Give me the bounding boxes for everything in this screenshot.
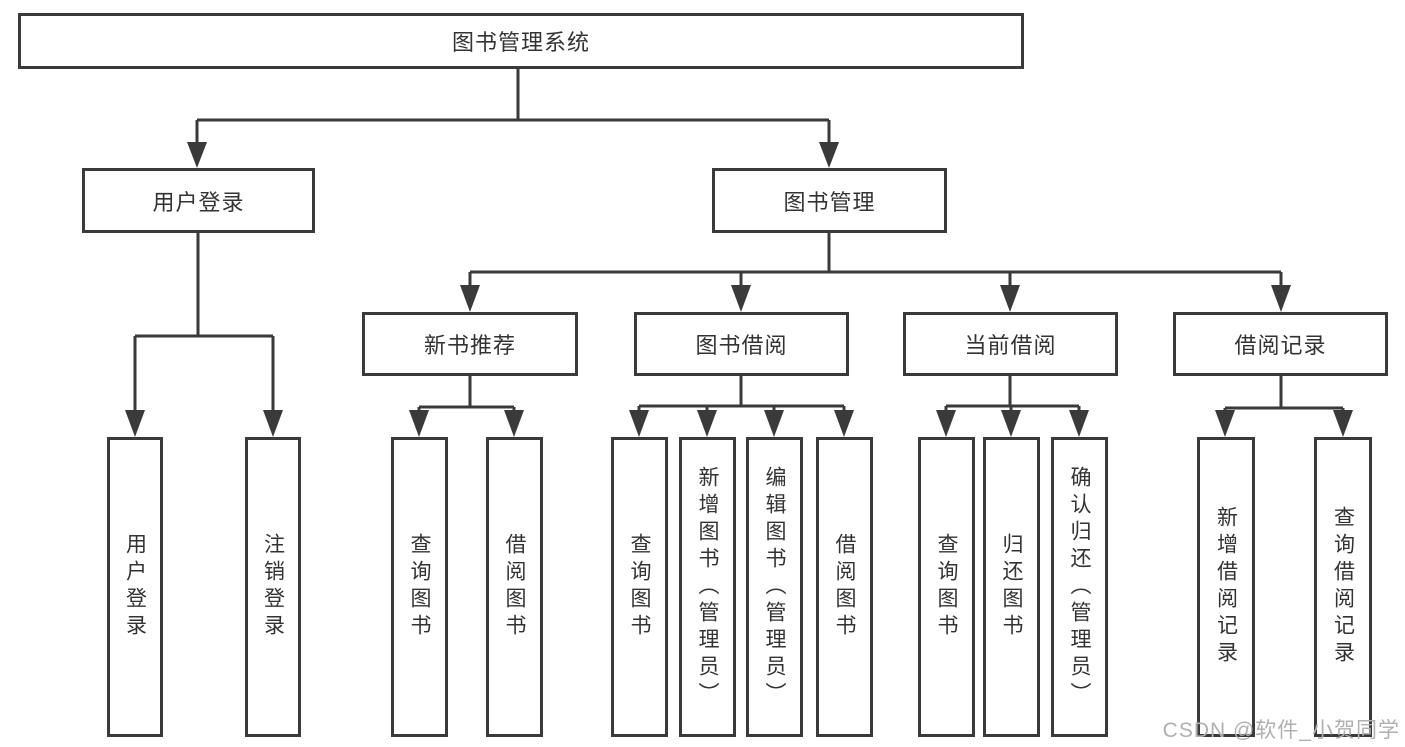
connector-book-management-to-level3 [460,232,1291,312]
leaf-add-book-admin: 新增图书（管理员） [679,437,736,737]
node-book-borrow: 图书借阅 [634,312,849,376]
node-current-borrow-label: 当前借阅 [964,333,1057,358]
leaf-query-book-recommend: 查询图书 [391,437,448,737]
leaf-borrow-book-recommend-label: 借阅图书 [503,533,526,641]
node-current-borrow: 当前借阅 [903,312,1118,376]
connector-borrow-records-to-leaves [1215,376,1353,437]
leaf-borrow-book-recommend: 借阅图书 [486,437,543,737]
node-root-label: 图书管理系统 [451,30,590,55]
leaf-query-book-borrow-label: 查询图书 [628,533,651,641]
node-user-login-label: 用户登录 [152,189,245,215]
node-borrow-records-label: 借阅记录 [1234,333,1327,358]
leaf-return-book: 归还图书 [983,437,1040,737]
leaf-add-borrow-record: 新增借阅记录 [1197,437,1255,737]
csdn-watermark: CSDN @软件_小贺同学 [1162,719,1400,742]
node-root: 图书管理系统 [18,13,1024,69]
connector-new-book-recommend-to-leaves [409,376,524,437]
leaf-logout-label: 注销登录 [261,533,285,641]
leaf-confirm-return-admin: 确认归还（管理员） [1051,437,1108,737]
leaf-query-book-current-label: 查询图书 [935,533,958,641]
leaf-add-book-admin-label: 新增图书（管理员） [696,465,719,709]
leaf-query-borrow-record: 查询借阅记录 [1314,437,1372,737]
node-book-borrow-label: 图书借阅 [695,333,788,358]
node-book-management-label: 图书管理 [783,189,876,215]
leaf-query-book-recommend-label: 查询图书 [408,533,431,641]
connector-current-borrow-to-leaves [936,376,1089,437]
connector-root-to-level2 [187,69,839,168]
leaf-confirm-return-admin-label: 确认归还（管理员） [1068,465,1091,709]
leaf-edit-book-admin-label: 编辑图书（管理员） [763,465,786,709]
leaf-query-book-current: 查询图书 [918,437,975,737]
node-book-management: 图书管理 [712,168,947,233]
leaf-borrow-book-label: 借阅图书 [833,533,856,641]
node-user-login: 用户登录 [82,168,315,233]
leaf-logout: 注销登录 [245,437,301,737]
leaf-borrow-book: 借阅图书 [816,437,873,737]
connector-user-login-to-leaves [125,232,283,437]
node-borrow-records: 借阅记录 [1173,312,1388,376]
leaf-return-book-label: 归还图书 [1000,533,1023,641]
leaf-user-login-label: 用户登录 [123,533,147,641]
leaf-add-borrow-record-label: 新增借阅记录 [1214,506,1238,668]
leaf-query-book-borrow: 查询图书 [611,437,668,737]
leaf-edit-book-admin: 编辑图书（管理员） [746,437,803,737]
node-new-book-recommend-label: 新书推荐 [423,333,516,358]
leaf-user-login: 用户登录 [107,437,163,737]
connector-book-borrow-to-leaves [629,376,854,437]
node-new-book-recommend: 新书推荐 [362,312,578,376]
leaf-query-borrow-record-label: 查询借阅记录 [1331,506,1355,668]
